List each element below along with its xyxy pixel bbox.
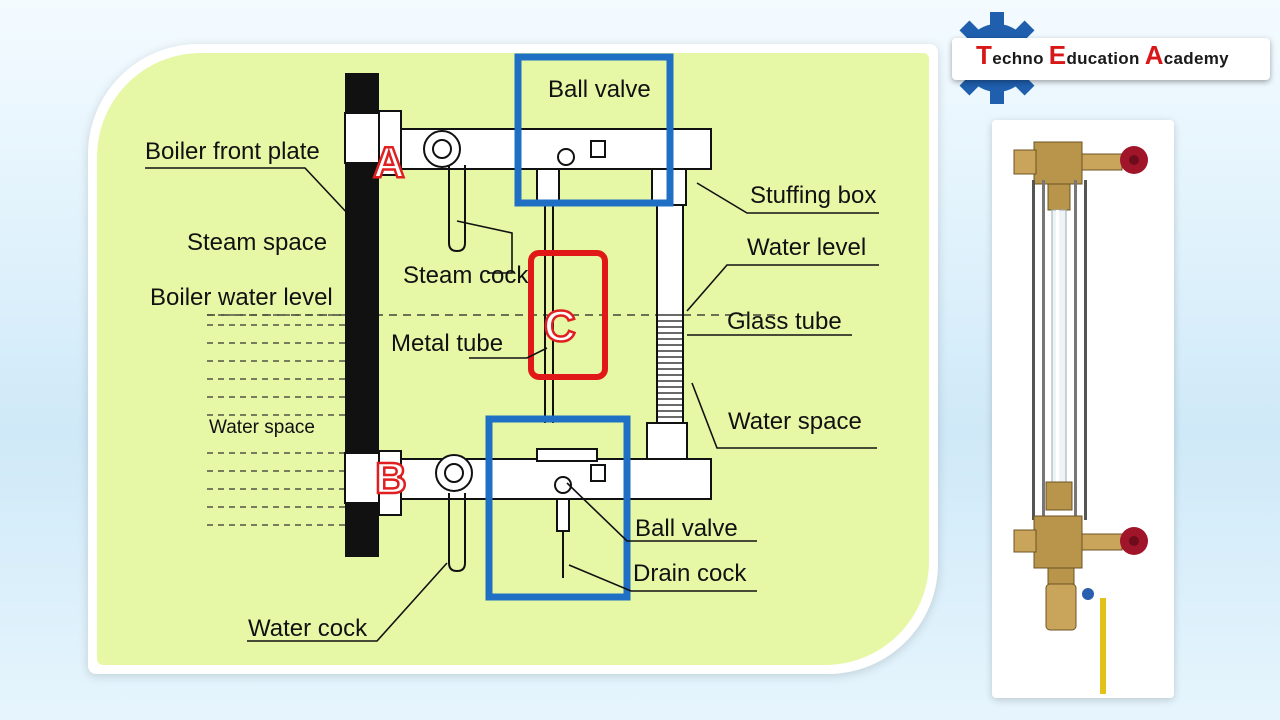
label-glass-tube: Glass tube xyxy=(727,308,842,335)
gauge-glass-diagram: Boiler front plate Steam space Boiler wa… xyxy=(97,53,929,665)
gauge-glass-photo xyxy=(992,120,1174,698)
ball-valve-bottom-highlight xyxy=(485,415,631,601)
label-water-cock: Water cock xyxy=(248,615,368,642)
label-boiler-front-plate: Boiler front plate xyxy=(145,138,320,165)
glass-tube-ribs xyxy=(657,314,683,418)
handwheel-bottom-icon xyxy=(1120,527,1148,555)
label-water-level: Water level xyxy=(747,234,866,261)
label-steam-cock: Steam cock xyxy=(403,262,529,289)
marker-b: B xyxy=(375,454,407,503)
label-steam-space: Steam space xyxy=(187,229,327,256)
label-water-space-right: Water space xyxy=(728,408,862,435)
label-ball-valve-bottom: Ball valve xyxy=(635,515,738,542)
label-drain-cock: Drain cock xyxy=(633,560,747,587)
leader-lines xyxy=(145,167,879,642)
handwheel-top-icon xyxy=(1120,146,1148,174)
label-ball-valve-top: Ball valve xyxy=(548,76,651,103)
label-water-space-left: Water space xyxy=(209,417,315,438)
logo-banner xyxy=(952,38,1270,80)
bottom-fitting xyxy=(378,422,712,578)
top-fitting xyxy=(378,110,712,253)
marker-c: C xyxy=(544,302,576,351)
label-boiler-water-level: Boiler water level xyxy=(150,284,333,311)
logo-text: Techno Education Academy xyxy=(976,40,1229,70)
label-metal-tube: Metal tube xyxy=(391,330,503,357)
techno-education-academy-logo: Techno Education Academy xyxy=(952,6,1272,106)
label-stuffing-box: Stuffing box xyxy=(750,182,876,209)
marker-a: A xyxy=(373,138,405,187)
metal-tube-highlight xyxy=(528,250,608,380)
ball-valve-top-highlight xyxy=(514,53,674,207)
water-space-hatch xyxy=(207,314,347,526)
